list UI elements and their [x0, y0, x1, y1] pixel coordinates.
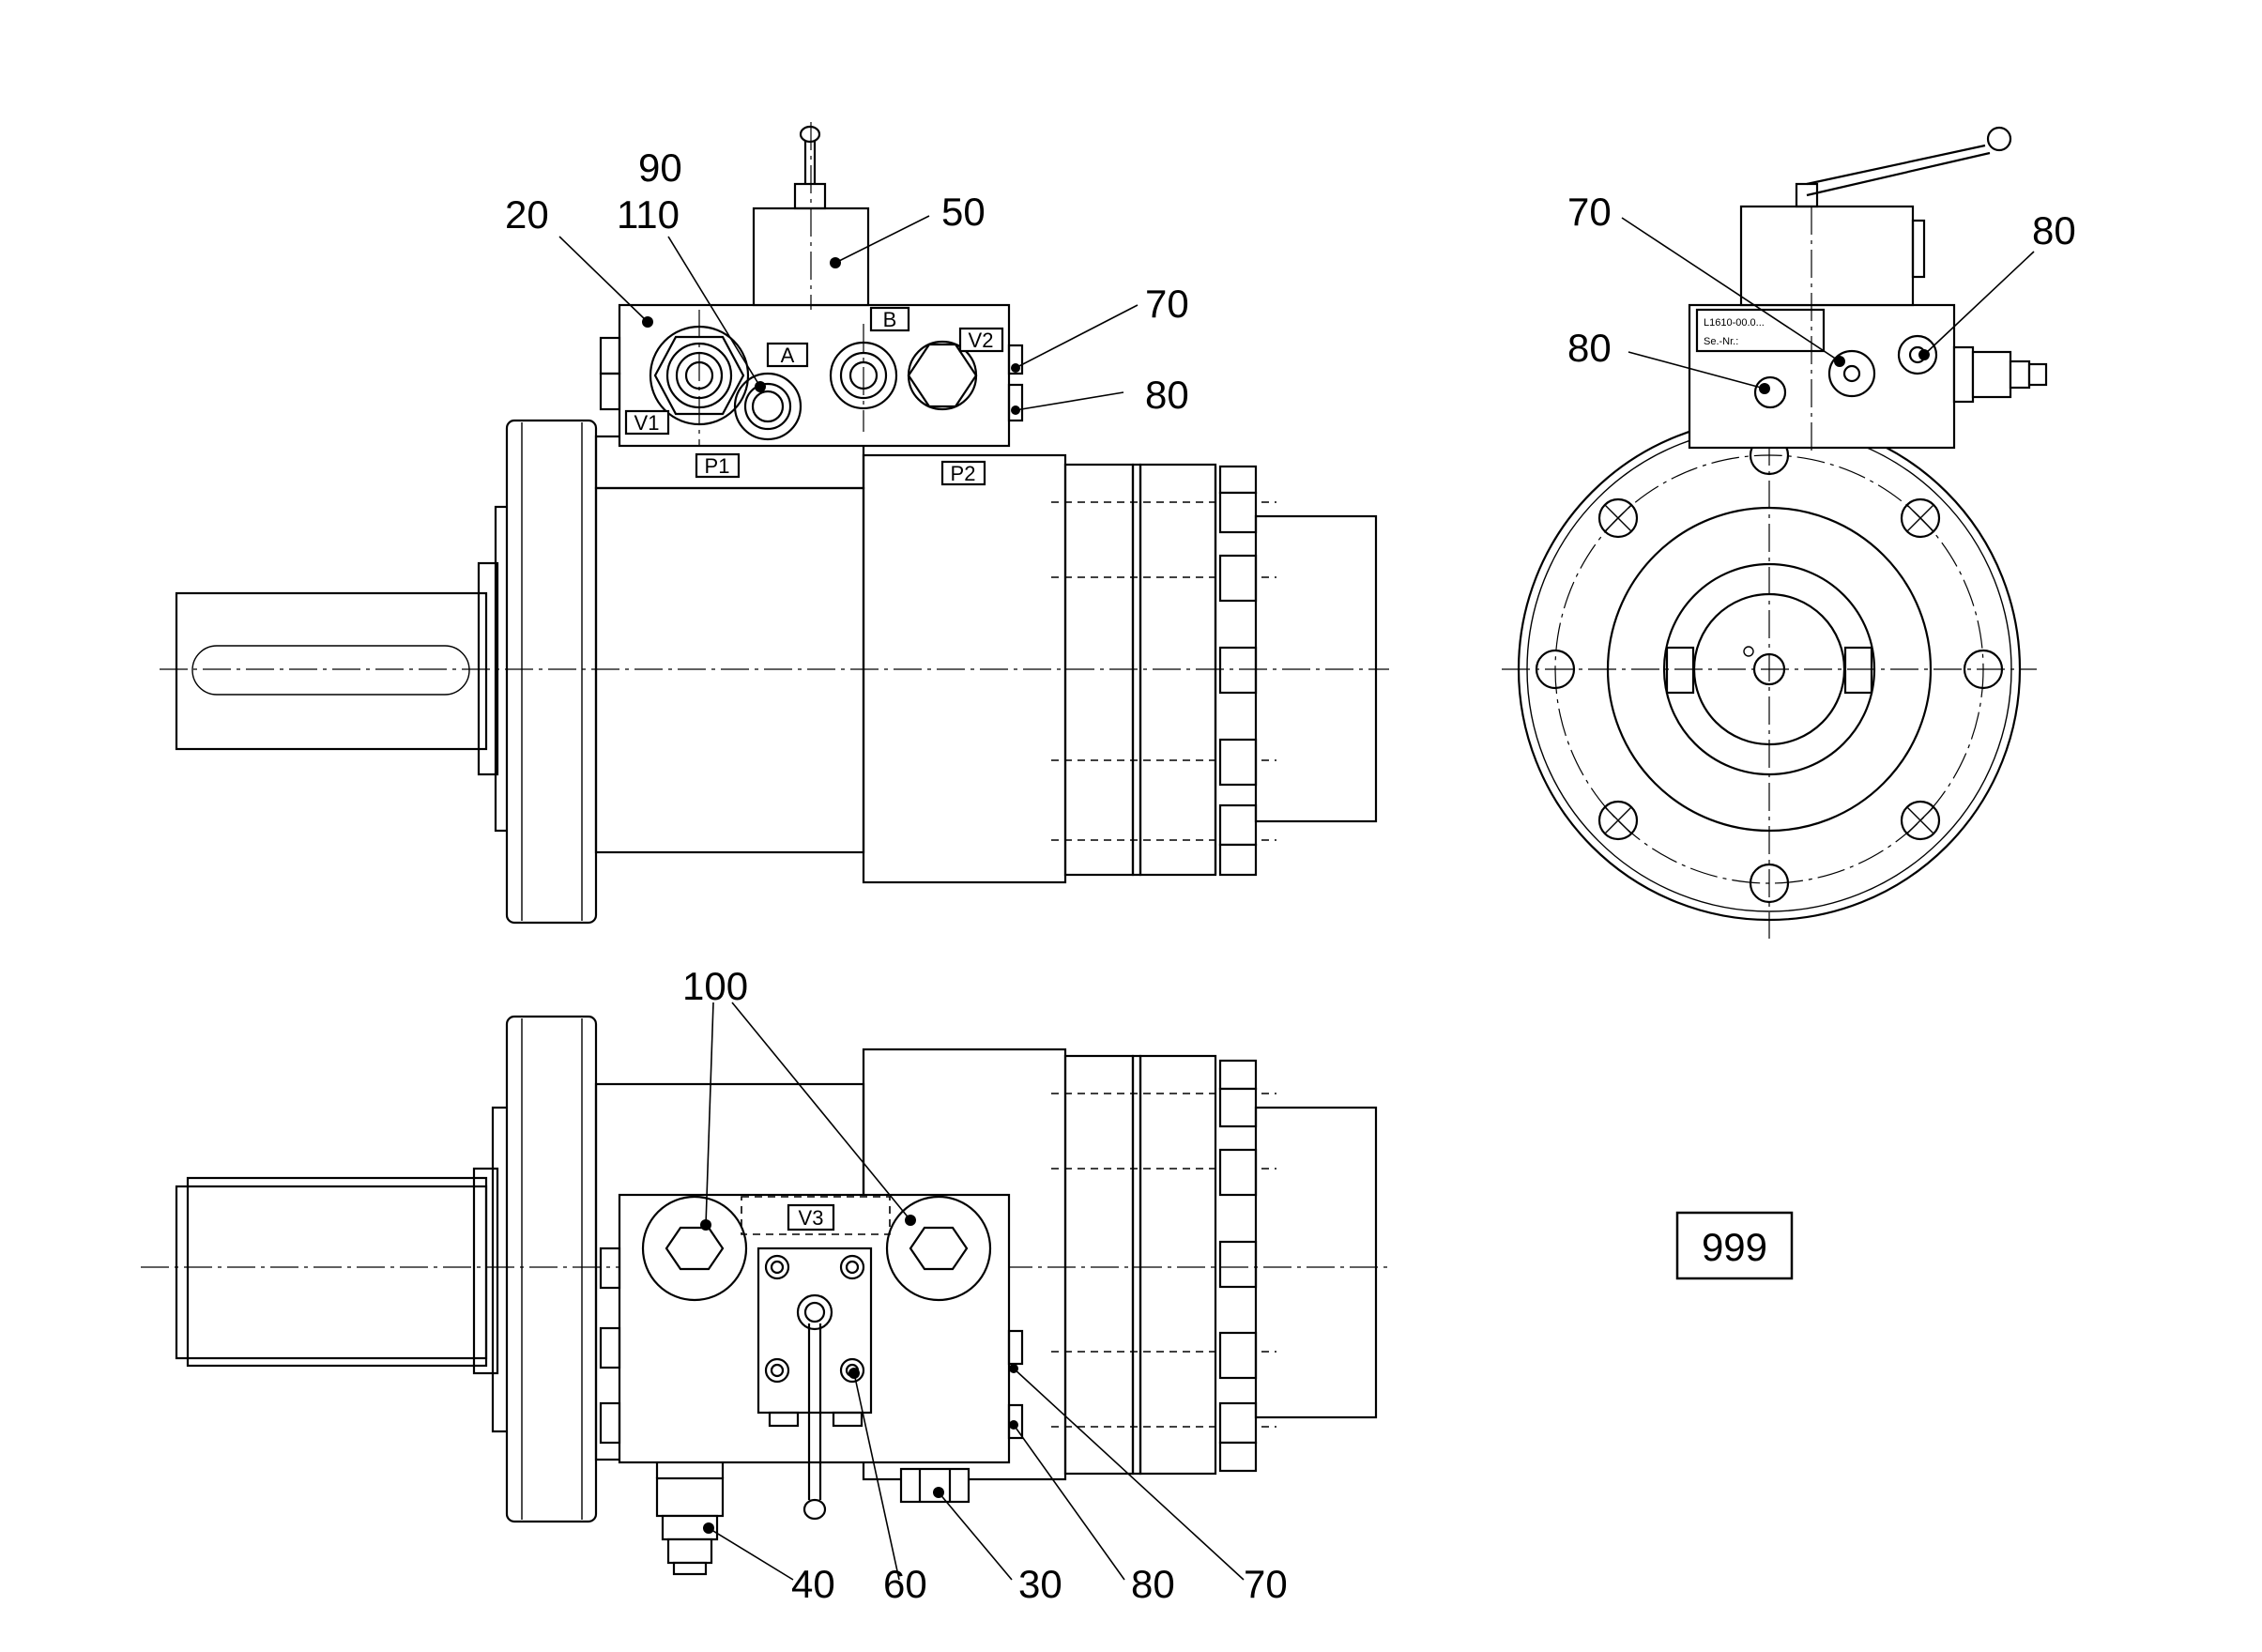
port-labels: B A V2 V1 P1 P2 V3 [624, 306, 1004, 1231]
callout-70-end: 70 [1567, 190, 1612, 234]
callout-50: 50 [941, 190, 986, 234]
nameplate-line1: L1610-00.0... [1704, 317, 1765, 329]
callout-110: 110 [617, 192, 680, 237]
callout-70-front: 70 [1145, 282, 1189, 326]
callout-40: 40 [791, 1562, 835, 1606]
port-v3-label: V3 [799, 1206, 824, 1230]
end-view: L1610-00.0... Se.-Nr.: [1502, 126, 2048, 939]
port-v1-label: V1 [634, 411, 660, 435]
port-b-label: B [883, 308, 897, 331]
front-view [160, 122, 1389, 925]
title-box: 999 [1675, 1211, 1794, 1280]
leader-lines [558, 215, 2035, 1581]
port-v2-label: V2 [969, 329, 994, 352]
callout-30: 30 [1018, 1562, 1062, 1606]
port-p2-box [940, 460, 986, 486]
port-v3-box [787, 1203, 835, 1231]
callout-70-plan: 70 [1244, 1562, 1288, 1606]
plan-view [141, 1015, 1389, 1576]
nameplate-line2: Se.-Nr.: [1704, 336, 1738, 347]
port-p1-label: P1 [705, 454, 730, 478]
callout-80-end-left: 80 [1567, 326, 1612, 370]
callout-80-front: 80 [1145, 373, 1189, 417]
port-v1-box [624, 409, 670, 436]
port-p1-box [695, 452, 741, 479]
callout-numbers: 20 90 110 50 70 80 70 80 80 100 40 60 30… [505, 145, 2076, 1606]
title-box-number: 999 [1702, 1225, 1767, 1269]
port-p2-label: P2 [951, 462, 976, 485]
callout-20: 20 [505, 192, 549, 237]
port-a-box [766, 342, 809, 368]
callout-60: 60 [883, 1562, 927, 1606]
callout-90: 90 [638, 145, 682, 190]
callout-80-end-right: 80 [2032, 208, 2076, 252]
port-a-label: A [781, 344, 795, 367]
callout-100: 100 [682, 964, 748, 1008]
port-v2-box [958, 327, 1004, 353]
port-b-box [869, 306, 910, 332]
callout-80-plan: 80 [1131, 1562, 1175, 1606]
